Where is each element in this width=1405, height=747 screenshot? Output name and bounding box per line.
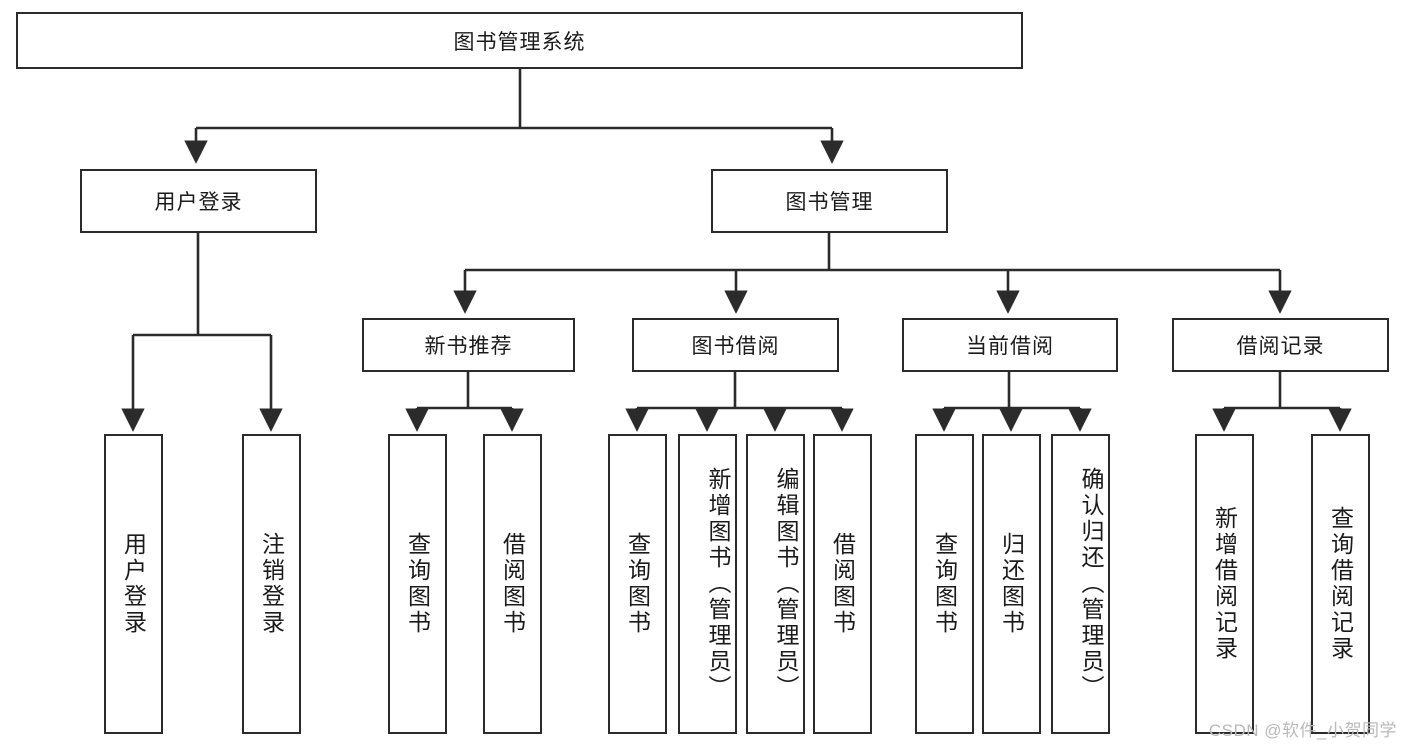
node-book-borrow[interactable]: 图书借阅: [632, 318, 839, 372]
leaf-confirm-return-admin[interactable]: 确认归还（管理员）: [1051, 434, 1110, 734]
leaf-query-book-borrow[interactable]: 查询图书: [608, 434, 667, 734]
node-label: 新增图书（管理员）: [705, 467, 731, 701]
node-label: 图书管理系统: [453, 30, 586, 54]
leaf-borrow-book-recommend[interactable]: 借阅图书: [483, 434, 542, 734]
node-label: 新书推荐: [424, 335, 513, 358]
leaf-query-borrow-record[interactable]: 查询借阅记录: [1311, 434, 1370, 734]
leaf-logout[interactable]: 注销登录: [242, 434, 301, 734]
node-book-management[interactable]: 图书管理: [711, 169, 948, 233]
node-label: 借阅记录: [1236, 335, 1325, 358]
node-label: 借阅图书: [829, 532, 856, 636]
node-label: 查询图书: [404, 532, 431, 636]
leaf-query-book-current[interactable]: 查询图书: [915, 434, 974, 734]
node-label: 查询图书: [931, 532, 958, 636]
node-label: 归还图书: [998, 532, 1025, 636]
node-label: 图书借阅: [691, 335, 780, 358]
node-label: 编辑图书（管理员）: [773, 467, 799, 701]
node-borrow-records[interactable]: 借阅记录: [1172, 318, 1389, 372]
node-new-book-recommend[interactable]: 新书推荐: [362, 318, 575, 372]
node-label: 新增借阅记录: [1211, 506, 1238, 662]
node-label: 注销登录: [258, 532, 285, 636]
node-label: 借阅图书: [499, 532, 526, 636]
node-label: 当前借阅: [966, 335, 1054, 358]
node-label: 用户登录: [120, 532, 147, 636]
node-label: 查询图书: [624, 532, 651, 636]
node-current-borrow[interactable]: 当前借阅: [902, 318, 1118, 372]
node-label: 图书管理: [785, 191, 874, 214]
node-user-login[interactable]: 用户登录: [80, 169, 317, 233]
leaf-user-login[interactable]: 用户登录: [104, 434, 163, 734]
watermark: CSDN @软件_小贺同学: [1208, 721, 1397, 740]
node-label: 确认归还（管理员）: [1078, 467, 1104, 701]
leaf-borrow-book[interactable]: 借阅图书: [813, 434, 872, 734]
node-root-system[interactable]: 图书管理系统: [16, 12, 1023, 69]
leaf-query-book-recommend[interactable]: 查询图书: [388, 434, 447, 734]
leaf-add-borrow-record[interactable]: 新增借阅记录: [1195, 434, 1254, 734]
leaf-edit-book-admin[interactable]: 编辑图书（管理员）: [746, 434, 805, 734]
leaf-add-book-admin[interactable]: 新增图书（管理员）: [678, 434, 737, 734]
node-label: 用户登录: [154, 191, 243, 214]
leaf-return-book[interactable]: 归还图书: [982, 434, 1041, 734]
node-label: 查询借阅记录: [1327, 506, 1354, 662]
